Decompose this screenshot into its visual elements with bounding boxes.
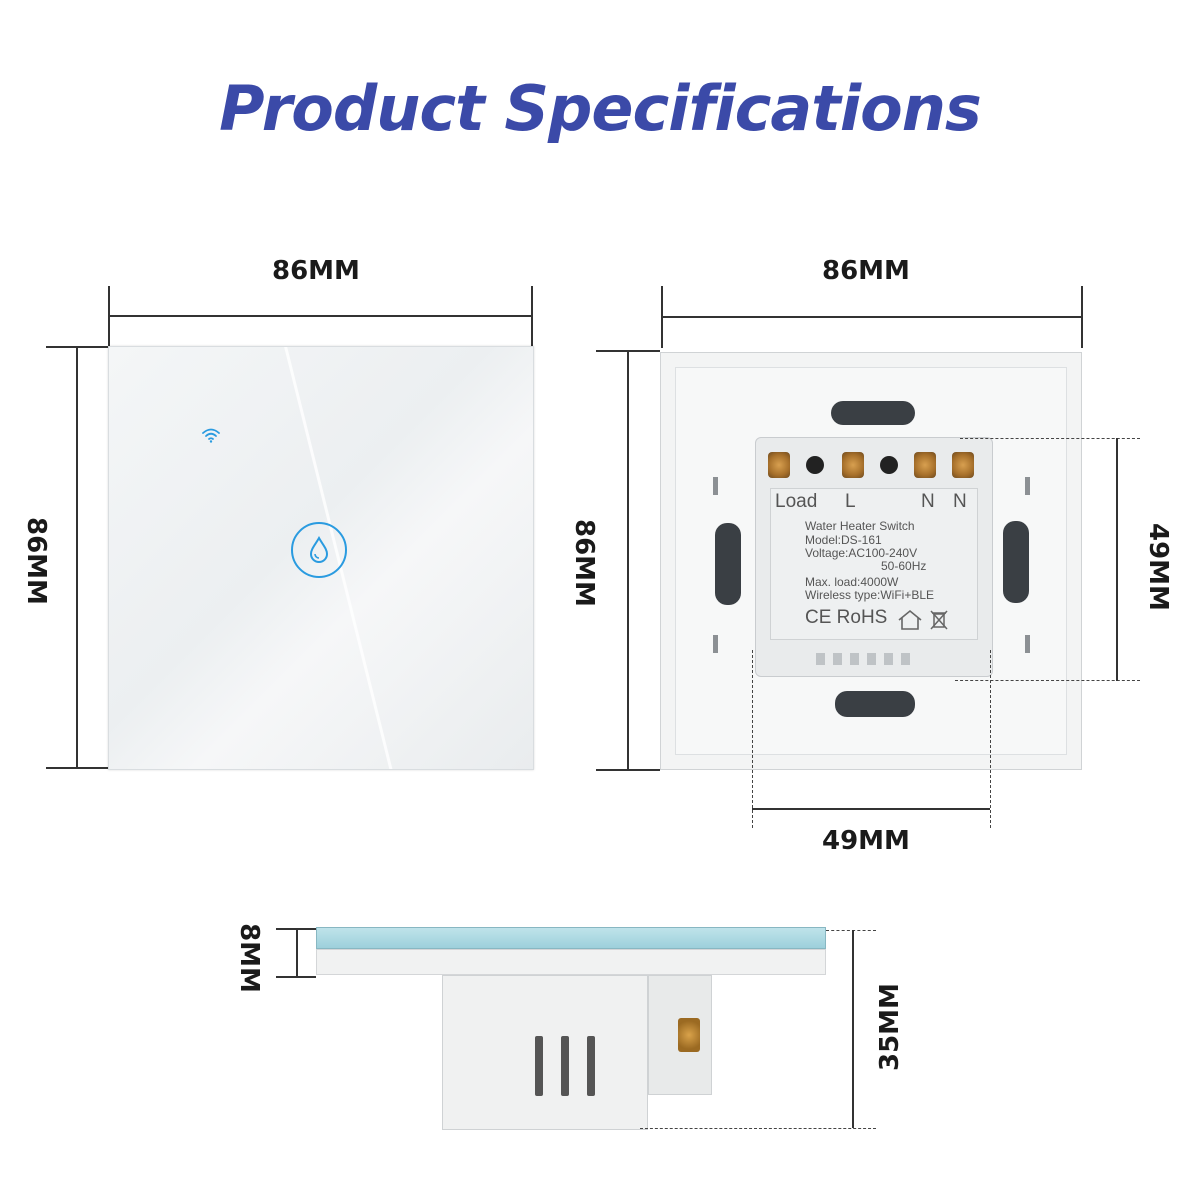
front-height-dimension-line <box>76 346 78 768</box>
terminal-label-l: L <box>845 491 856 512</box>
panel-tick <box>713 477 718 495</box>
glass-thickness-tick-top <box>276 928 316 930</box>
terminal-hole <box>806 456 824 474</box>
terminal-screw <box>952 452 974 478</box>
terminal-row <box>764 438 984 484</box>
weee-bin-icon <box>930 610 948 630</box>
glass-thickness-label: 8MM <box>234 923 264 993</box>
depth-label: 35MM <box>875 983 905 1071</box>
side-vent <box>561 1036 569 1096</box>
back-height-label: 86MM <box>569 519 599 607</box>
module-height-guide-top <box>960 438 1140 439</box>
wifi-icon <box>201 427 221 448</box>
indoor-use-icon <box>898 609 922 630</box>
module-width-guide-right <box>990 650 991 828</box>
side-terminal-screw <box>678 1018 700 1052</box>
side-vent <box>587 1036 595 1096</box>
depth-guide-bottom <box>640 1128 876 1129</box>
water-heater-touch-button[interactable] <box>291 522 347 578</box>
mount-slot-bottom <box>835 691 915 717</box>
front-width-tick-right <box>531 286 533 348</box>
max-load-spec: Max. load:4000W <box>805 575 899 589</box>
back-width-tick-right <box>1081 286 1083 348</box>
panel-tick <box>713 635 718 653</box>
back-height-tick-bottom <box>596 769 660 771</box>
module-width-guide-left <box>752 650 753 828</box>
back-width-label: 86MM <box>822 256 910 286</box>
back-width-tick-left <box>661 286 663 348</box>
panel-tick <box>1025 635 1030 653</box>
back-height-tick-top <box>596 350 660 352</box>
module-label-plate: Load L N N Water Heater Switch Model:DS-… <box>770 488 978 640</box>
product-name: Water Heater Switch <box>805 519 915 533</box>
module-vents <box>816 652 918 670</box>
glass-thickness-line <box>296 928 298 977</box>
front-width-label: 86MM <box>272 256 360 286</box>
wireless-spec: Wireless type:WiFi+BLE <box>805 588 935 602</box>
frequency-spec: 50-60Hz <box>881 559 927 573</box>
front-width-dimension-line <box>108 315 532 317</box>
side-back-plate <box>316 949 826 975</box>
panel-tick <box>1025 477 1030 495</box>
front-height-tick-bottom <box>46 767 108 769</box>
terminal-label-load: Load <box>775 491 818 512</box>
module-width-label: 49MM <box>822 826 910 856</box>
certification-marks: CE RoHS <box>805 607 888 628</box>
module-height-dimension-line <box>1116 438 1118 681</box>
terminal-label-n2: N <box>953 491 967 512</box>
front-height-tick-top <box>46 346 108 348</box>
side-glass-layer <box>316 927 826 949</box>
terminal-screw <box>842 452 864 478</box>
terminal-screw <box>914 452 936 478</box>
terminal-hole <box>880 456 898 474</box>
front-switch-panel <box>108 346 534 770</box>
module-width-dimension-line <box>752 808 990 810</box>
page-title: Product Specifications <box>219 72 982 145</box>
voltage-spec: Voltage:AC100-240V <box>805 546 918 560</box>
back-width-dimension-line <box>662 316 1082 318</box>
glass-thickness-tick-bottom <box>276 976 316 978</box>
terminal-screw <box>768 452 790 478</box>
module-height-guide-bottom <box>955 680 1140 681</box>
terminal-label-n1: N <box>921 491 935 512</box>
switch-module: Load L N N Water Heater Switch Model:DS-… <box>755 437 993 677</box>
side-module-body <box>442 975 648 1130</box>
mount-slot-top <box>831 401 915 425</box>
front-height-label: 86MM <box>21 517 51 605</box>
back-switch-panel: Load L N N Water Heater Switch Model:DS-… <box>660 352 1082 770</box>
depth-dimension-line <box>852 930 854 1128</box>
depth-guide-top <box>826 930 876 931</box>
water-drop-icon <box>309 536 329 563</box>
mount-slot-left <box>715 523 741 605</box>
model-number: Model:DS-161 <box>805 533 882 547</box>
mount-slot-right <box>1003 521 1029 603</box>
side-vent <box>535 1036 543 1096</box>
back-height-dimension-line <box>627 350 629 770</box>
front-width-tick-left <box>108 286 110 348</box>
module-height-label: 49MM <box>1143 523 1173 611</box>
